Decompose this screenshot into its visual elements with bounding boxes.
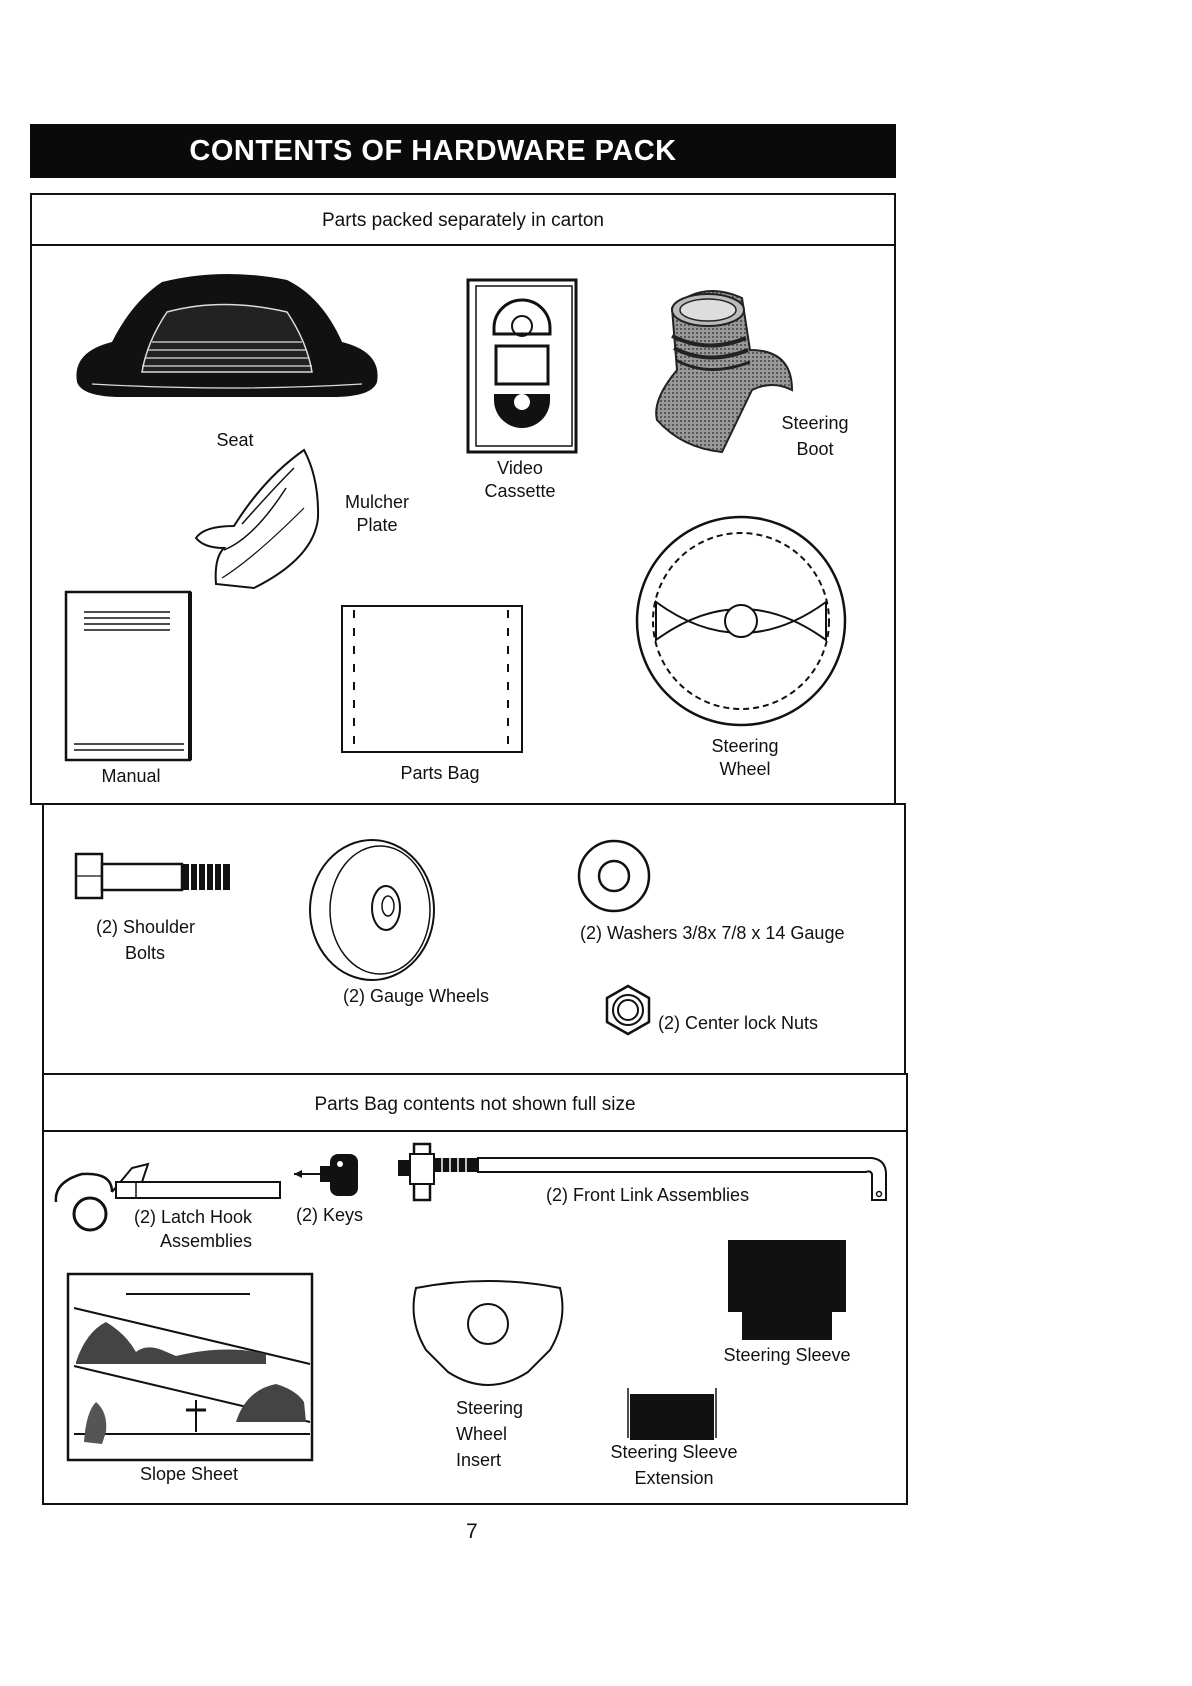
steering-wheel-icon xyxy=(635,515,847,727)
section-carton-header: Parts packed separately in carton xyxy=(322,210,604,231)
manual-icon xyxy=(64,590,192,762)
front-link-label: (2) Front Link Assemblies xyxy=(546,1185,750,1205)
parts-bag-icon xyxy=(341,605,523,753)
video-cassette-label-line1: Video xyxy=(497,458,543,478)
section-parts-bag-header-divider xyxy=(42,1130,908,1132)
mulcher-plate-label-line1: Mulcher xyxy=(344,492,410,512)
parts-bag-label: Parts Bag xyxy=(400,763,480,783)
washers-label: (2) Washers 3/8x 7/8 x 14 Gauge xyxy=(580,923,845,943)
latch-hook-label-line1: (2) Latch Hook xyxy=(134,1207,253,1227)
video-cassette-label-line2: Cassette xyxy=(484,481,556,501)
center-lock-nuts-label: (2) Center lock Nuts xyxy=(658,1013,819,1033)
steering-sleeve-label: Steering Sleeve xyxy=(723,1345,851,1365)
seat-label: Seat xyxy=(216,430,254,450)
steering-wheel-label-line1: Steering xyxy=(711,736,779,756)
key-icon xyxy=(294,1154,358,1196)
steering-wheel-insert-icon xyxy=(412,1280,564,1386)
page-title-banner: CONTENTS OF HARDWARE PACK xyxy=(30,124,896,178)
steering-boot-label-line2: Boot xyxy=(796,439,834,459)
page-number: 7 xyxy=(466,1520,478,1543)
video-cassette-icon xyxy=(466,278,578,454)
slope-sheet-icon xyxy=(66,1272,314,1462)
steering-wheel-insert-label-line2: Wheel xyxy=(456,1424,508,1444)
steering-sleeve-extension-icon xyxy=(627,1388,717,1440)
steering-boot-label-line1: Steering xyxy=(781,413,849,433)
section-parts-bag xyxy=(42,1073,908,1505)
steering-wheel-insert-label-line1: Steering xyxy=(456,1398,524,1418)
mulcher-plate-label-line2: Plate xyxy=(356,515,398,535)
steering-sleeve-icon xyxy=(728,1240,846,1340)
steering-wheel-insert-label-line3: Insert xyxy=(456,1450,502,1470)
page-title: CONTENTS OF HARDWARE PACK xyxy=(189,134,677,167)
washer-icon xyxy=(577,839,651,913)
keys-label: (2) Keys xyxy=(296,1205,364,1225)
steering-boot-icon xyxy=(655,290,794,454)
center-lock-nut-icon xyxy=(605,984,651,1036)
gauge-wheels-label: (2) Gauge Wheels xyxy=(342,986,490,1006)
section-carton-header-divider xyxy=(30,244,896,246)
steering-sleeve-extension-label-line1: Steering Sleeve xyxy=(610,1442,738,1462)
slope-sheet-label: Slope Sheet xyxy=(139,1464,239,1484)
manual-label: Manual xyxy=(101,766,161,786)
gauge-wheel-icon xyxy=(309,839,435,981)
steering-sleeve-extension-label-line2: Extension xyxy=(634,1468,714,1488)
section-parts-bag-header: Parts Bag contents not shown full size xyxy=(314,1094,636,1115)
latch-hook-label-line2: Assemblies xyxy=(160,1231,253,1251)
front-link-icon xyxy=(398,1142,887,1202)
shoulder-bolts-label-line2: Bolts xyxy=(124,943,166,963)
steering-wheel-label-line2: Wheel xyxy=(719,759,771,779)
seat-icon xyxy=(76,273,378,397)
latch-hook-icon xyxy=(54,1162,281,1232)
mulcher-plate-icon xyxy=(194,448,320,590)
shoulder-bolt-icon xyxy=(74,852,230,900)
shoulder-bolts-label-line1: (2) Shoulder xyxy=(96,917,196,937)
